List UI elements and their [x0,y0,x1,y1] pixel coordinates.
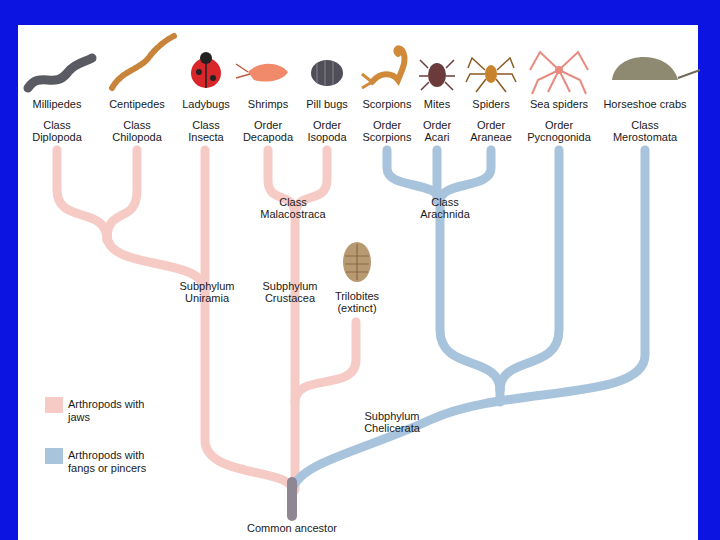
taxon-rank: Order Acari [417,119,457,143]
taxon-rank: Class Chilopoda [107,119,167,143]
legend-text: Arthropods with jaws [68,398,168,423]
spider-legs [466,58,516,92]
taxon-rank: Order Decapoda [238,119,298,143]
legend-text: Arthropods with fangs or pincers [68,449,168,474]
ladybug-icon [191,58,221,88]
taxon-name: Millipedes [17,98,97,110]
spider-icon [485,65,497,83]
taxon-rank: Order Scorpions [357,119,417,143]
mite-legs [419,60,455,90]
ladybug-spot [210,75,216,81]
taxon-name: Mites [415,98,459,110]
taxon-name: Ladybugs [171,98,241,110]
horseshoe-crab-tail [678,70,700,78]
clade-label: Subphylum Uniramia [172,280,242,304]
tree-branches [57,150,645,516]
scorpion-pincers [362,74,372,88]
legend-swatch [45,448,63,464]
shrimp-antennae [236,64,250,78]
legend-item: Arthropods with fangs or pincers [45,448,175,478]
animal-icons [28,36,700,282]
trilobite-segments [345,244,369,280]
pillbug-icon [311,60,343,86]
taxon-name: Spiders [461,98,521,110]
centipede-icon [112,36,174,88]
jaw-branches [57,150,356,490]
shrimp-icon [248,64,288,82]
legend-swatch [45,397,63,413]
legend-item: Arthropods with jaws [45,397,175,427]
clade-label: Subphylum Chelicerata [352,410,432,434]
root-label: Common ancestor [232,522,352,534]
taxon-name: Scorpions [357,98,417,110]
taxon-name: Pill bugs [297,98,357,110]
ladybug-line [205,60,207,88]
ladybug-spot [196,69,202,75]
taxon-rank: Class Merostomata [605,119,685,143]
trilobite-icon [343,242,371,282]
clade-label: Subphylum Crustacea [255,280,325,304]
ancestor-stem [287,482,297,516]
taxon-rank: Order Isopoda [297,119,357,143]
mite-icon [428,63,446,87]
millipede-icon [28,58,92,88]
extinct-label: Trilobites (extinct) [327,290,387,314]
horseshoe-crab-icon [612,57,678,80]
taxon-rank: Order Pycnogonida [524,119,594,143]
taxon-name: Sea spiders [524,98,594,110]
taxon-name: Centipedes [97,98,177,110]
taxon-name: Horseshoe crabs [595,98,695,110]
taxon-rank: Class Diplopoda [27,119,87,143]
taxon-name: Shrimps [238,98,298,110]
fang-branches [292,150,645,490]
pillbug-segments [317,61,333,85]
taxon-rank: Class Insecta [181,119,231,143]
clade-label: Class Malacostraca [253,196,333,220]
clade-label: Class Arachnida [410,196,480,220]
scorpion-icon [372,48,405,82]
seaspider-legs [530,52,588,94]
taxon-rank: Order Araneae [466,119,516,143]
